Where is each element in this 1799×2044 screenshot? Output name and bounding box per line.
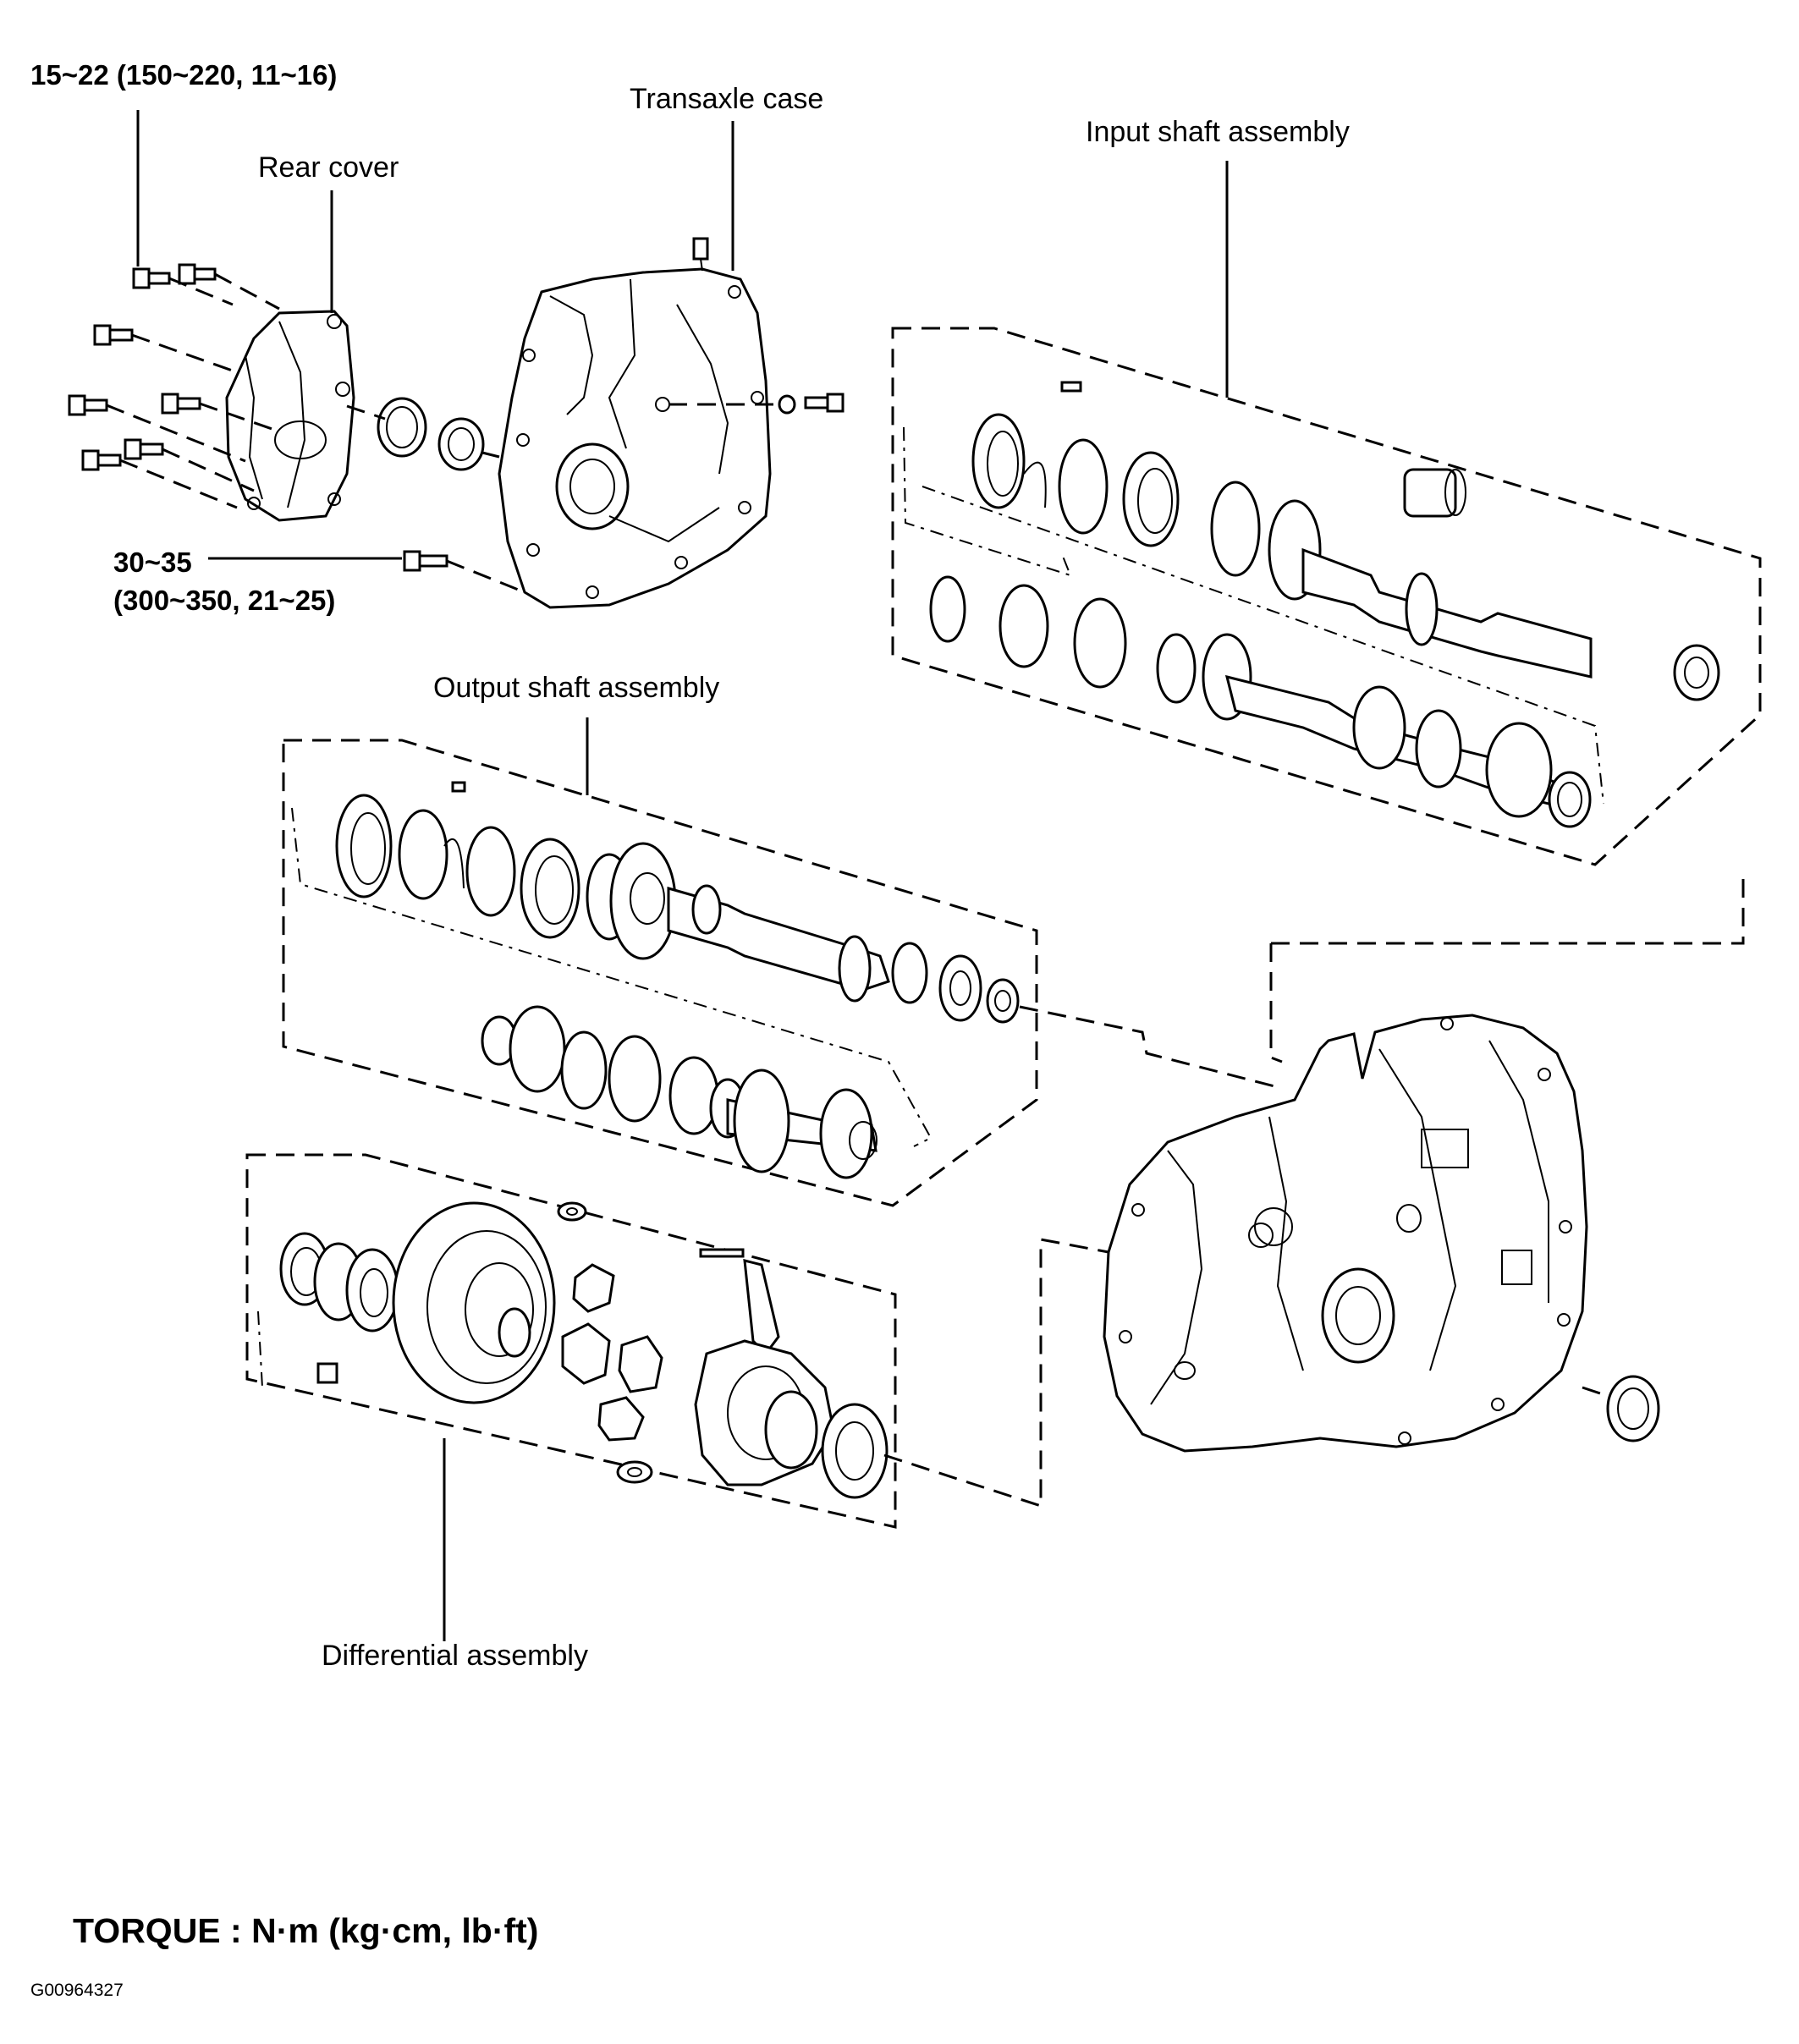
differential-assembly-part: [245, 1153, 1109, 1529]
transaxle-case-part: [498, 237, 844, 609]
input-shaft-assembly-label: Input shaft assembly: [1086, 116, 1350, 148]
rear-cover-label: Rear cover: [258, 151, 399, 184]
input-shaft-assembly-part: [891, 327, 1762, 866]
seal-rings: [346, 397, 500, 471]
case-bolt-torque-detail-label: (300~350, 21~25): [113, 585, 336, 616]
rear-cover-bolts: [68, 263, 280, 509]
output-shaft-assembly-part: [282, 739, 1279, 1207]
output-shaft-assembly-label: Output shaft assembly: [433, 672, 720, 704]
rear-cover-part: [225, 310, 355, 522]
case-bolt: [403, 550, 525, 594]
figure-code: G00964327: [30, 1981, 124, 2000]
clutch-housing-part: [1103, 871, 1745, 1453]
top-bolt-torque-label: 15~22 (150~220, 11~16): [30, 59, 338, 91]
torque-units-legend: TORQUE : N·m (kg·cm, lb·ft): [73, 1911, 539, 1950]
leader-lines: [136, 110, 1229, 1641]
case-bolt-torque-label: 30~35: [113, 547, 192, 578]
oil-seal-part: [1582, 1375, 1660, 1442]
transaxle-case-label: Transaxle case: [630, 83, 824, 115]
differential-assembly-label: Differential assembly: [322, 1640, 588, 1672]
